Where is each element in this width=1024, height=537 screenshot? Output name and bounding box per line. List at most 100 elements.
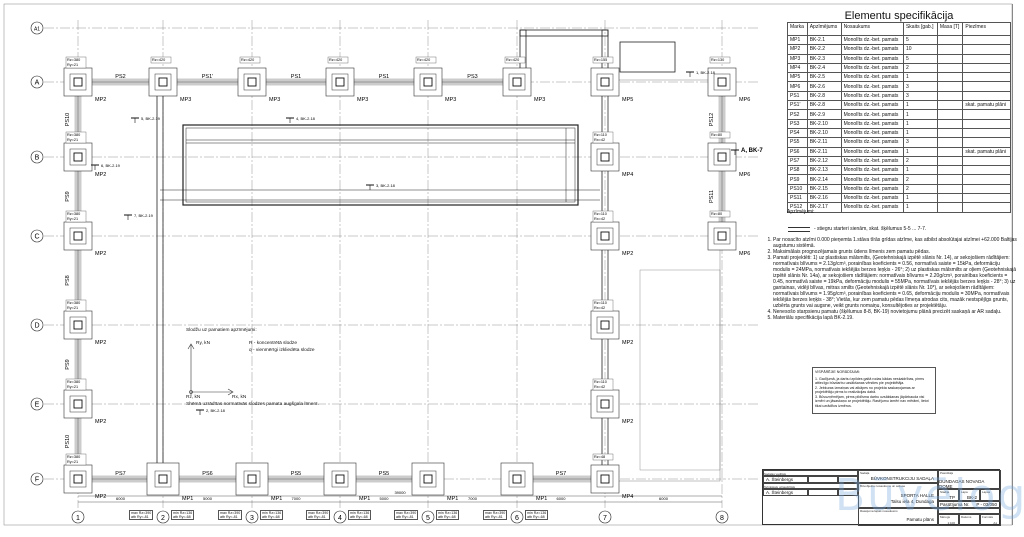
axis-label: C — [34, 234, 39, 241]
spec-cell: 1 — [902, 146, 938, 157]
footing-outline — [590, 464, 620, 494]
footing-label: MP2 — [622, 340, 633, 346]
section-mark-label: 7, BK-2.19 — [134, 213, 154, 218]
stage-value: TP — [949, 495, 955, 500]
footing-step — [69, 395, 87, 413]
footing-outline — [413, 67, 443, 97]
load-box — [709, 210, 731, 218]
spec-cell — [936, 53, 964, 64]
spec-cell — [962, 44, 1011, 55]
max-load: max Rz=390 — [485, 511, 506, 515]
spec-cell: skat. pamatu plāni — [962, 100, 1011, 111]
section-mark-label: 1, BK-2.18 — [696, 70, 716, 75]
column-socket — [158, 77, 168, 87]
notes-list: Par nosacīto atzīmi 0.000 pieņemta 1.stā… — [764, 237, 1018, 321]
strip-label: PS3 — [467, 74, 477, 80]
section-mark-label: 5, BK-2.19 — [141, 116, 161, 121]
footing-outline — [146, 462, 180, 496]
load-box — [150, 56, 172, 64]
footing-step — [419, 73, 437, 91]
legend-text: - stiegru starteri sienām, skat. šķēlumu… — [814, 226, 927, 232]
spec-cell — [936, 34, 964, 46]
footing-step — [596, 316, 614, 334]
contract-cell: Pasūtījuma Nr. P - 03/050 — [938, 501, 1001, 508]
column-socket — [73, 474, 83, 484]
footing-mp1: MP1 — [235, 462, 282, 502]
spec-header: Piezīmes — [962, 22, 1011, 36]
section-mark-label: A, BK-7 — [741, 148, 763, 154]
wall-starter-symbol-icon — [788, 226, 810, 232]
section-mark-label: 4, BK-2.18 — [296, 116, 316, 121]
inner-wall-frame — [182, 124, 579, 206]
footing-outline — [237, 67, 267, 97]
load-box — [65, 453, 87, 466]
spec-cell: Monolīts dz.-bet. pamats — [840, 118, 904, 129]
section-mark-label: 3, BK-2.18 — [376, 183, 396, 188]
column-socket — [423, 474, 433, 484]
spec-cell — [962, 109, 1011, 120]
column-socket — [73, 77, 83, 87]
load-value: Ry=21 — [67, 138, 78, 142]
load-value: Rz=380 — [67, 455, 80, 459]
legend-title: Apzīmējumi: — [787, 209, 815, 215]
client-name: DUNDAGAS NOVADA DOME — [939, 479, 985, 489]
column-socket — [600, 320, 610, 330]
spec-cell — [936, 72, 964, 83]
spec-cell: 5 — [902, 53, 938, 64]
footing-outline — [323, 462, 357, 496]
spec-cell: Monolīts dz.-bet. pamats — [840, 174, 904, 185]
spec-cell: BK-2.3 — [806, 53, 842, 64]
section-marks: A, BK-75, BK-2.196, BK-2.197, BK-2.192, … — [91, 70, 763, 415]
min-load-ry: atb Ry=-68 — [438, 515, 456, 519]
footing-outline — [63, 67, 93, 97]
footing-outline — [707, 221, 737, 251]
rz-origin-icon — [189, 390, 193, 394]
spec-cell: PS7 — [787, 155, 808, 167]
strip-label: PS9 — [65, 359, 71, 369]
spec-cell: PS5 — [787, 137, 808, 148]
min-load-ry: atb Ry=-68 — [527, 515, 545, 519]
spec-cell: Monolīts dz.-bet. pamats — [840, 202, 904, 213]
column-socket — [717, 152, 727, 162]
strip-label: PS5 — [291, 471, 301, 477]
spec-cell — [962, 90, 1011, 102]
column-socket — [717, 77, 727, 87]
spec-cell: BK-2.5 — [806, 72, 842, 83]
load-value: Rz=130 — [711, 58, 724, 62]
axis-label: 8 — [720, 515, 724, 522]
axis-label: 4 — [338, 515, 342, 522]
footing-outline — [707, 142, 737, 172]
spec-title: Elementu specifikācija — [844, 10, 954, 22]
spec-header: Marka — [787, 22, 808, 36]
strip-label: PS12 — [709, 113, 715, 126]
date-label: Datums — [961, 515, 972, 519]
checker-cell: A. Šteinbergs — [763, 489, 808, 496]
spec-cell: 1 — [902, 72, 938, 83]
footing-step — [69, 470, 87, 488]
designer-label-cell: Sadaļas vadītājs — [763, 470, 858, 476]
object-name: SPORTA HALLE — [900, 493, 934, 498]
checker-label: Tehniskais uzraudzītājs — [764, 485, 796, 489]
date-cell — [838, 476, 858, 483]
axis-bubble-E — [30, 397, 44, 411]
rx-label: Rx, kN — [232, 395, 247, 400]
footing-outline — [590, 389, 620, 419]
footing-label: MP5 — [622, 97, 633, 103]
axis-label: E — [35, 402, 40, 409]
axis-label: D — [34, 323, 39, 330]
